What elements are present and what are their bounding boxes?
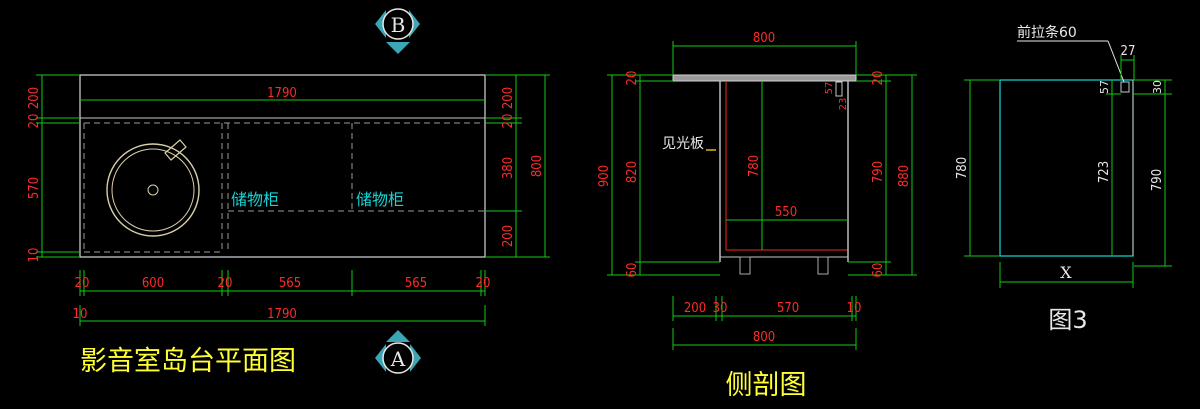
section-foot-left (739, 256, 751, 275)
section-bottom-dim-1: 200 (684, 301, 706, 316)
section-left-dim-1: 20 (625, 71, 640, 86)
section-left-dim-3: 60 (625, 263, 640, 278)
plan-bottom-dim-1: 20 (75, 276, 90, 291)
plan-view: 储物柜 储物柜 1790 200 20 570 10 200 20 38 (27, 74, 550, 377)
plan-right-dim-1: 200 (501, 87, 516, 109)
section-marker-b: B (375, 8, 420, 54)
section-bottom-dim-4: 10 (847, 301, 862, 316)
section-countertop (672, 74, 857, 82)
fig3-title: 图3 (1048, 306, 1087, 334)
plan-left-ticks (36, 74, 80, 258)
plan-right-dim-2: 20 (501, 114, 516, 129)
section-view: 780 550 57 23 见光板 800 900 20 820 60 (597, 31, 917, 401)
fig3-top-gap: 27 (1121, 44, 1136, 59)
plan-right-ticks (485, 74, 550, 258)
plan-title: 影音室岛台平面图 (80, 346, 296, 377)
section-inner-height: 780 (747, 155, 762, 177)
plan-right-total: 800 (530, 155, 545, 177)
section-marker-a: A (375, 330, 421, 374)
fig3-inner-top: 57 (1098, 80, 1111, 94)
plan-bottom-dim-2: 600 (142, 276, 164, 291)
marker-b-label: B (391, 13, 406, 37)
fig3-width-label: X (1060, 263, 1072, 282)
section-right-dim-1: 20 (871, 71, 886, 86)
fig3-front-strip (1120, 81, 1130, 93)
section-left-dim-2: 820 (625, 161, 640, 183)
marker-a-label: A (390, 347, 406, 371)
plan-bottom-dim-3: 20 (218, 276, 233, 291)
plan-left-dim-4: 10 (27, 248, 42, 263)
plan-bottom-first: 10 (73, 307, 88, 322)
plan-bottom-dim-5: 565 (405, 276, 427, 291)
plan-right-dim-4: 200 (501, 225, 516, 247)
section-right-total: 880 (897, 165, 912, 187)
plan-bottom-dim-6: 20 (476, 276, 491, 291)
fig3-inner-height: 723 (1097, 161, 1112, 183)
section-light-panel-label: 见光板 (662, 136, 704, 152)
section-title: 侧剖图 (726, 370, 807, 401)
plan-storage-label-1: 储物柜 (231, 190, 279, 209)
plan-bottom-ticks (79, 270, 486, 296)
fig3-right-top: 30 (1151, 80, 1164, 94)
fig3-right-height: 790 (1150, 169, 1165, 191)
sink-basin-inner (111, 148, 195, 232)
fig3-left-height: 780 (955, 157, 970, 179)
section-bottom-dim-2: 30 (713, 301, 728, 316)
section-right-dim-3: 60 (871, 263, 886, 278)
plan-left-dim-1: 200 (27, 87, 42, 109)
plan-top-dim-text: 1790 (267, 86, 297, 101)
section-bottom-total: 800 (753, 330, 775, 345)
section-bottom-dim-3: 570 (777, 301, 799, 316)
plan-storage-label-2: 储物柜 (356, 190, 404, 209)
section-front-strip (835, 81, 843, 97)
section-inner-width: 550 (775, 205, 797, 220)
figure-3: 前拉条60 27 780 57 723 30 790 X 图3 (955, 24, 1172, 334)
section-foot-right (817, 256, 829, 275)
plan-left-dim-2: 20 (27, 114, 42, 129)
plan-hidden-lines (83, 122, 485, 253)
plan-right-dim-3: 380 (501, 157, 516, 179)
section-left-outer: 900 (597, 165, 612, 187)
fig3-front-strip-label: 前拉条60 (1017, 24, 1077, 41)
plan-left-dim-3: 570 (27, 177, 42, 199)
sink-drain-icon (147, 184, 159, 196)
plan-outline (79, 74, 486, 258)
plan-bottom-total: 1790 (267, 307, 297, 322)
sink-basin-outer (106, 143, 200, 237)
section-top-dim: 800 (753, 31, 775, 46)
faucet-icon (164, 139, 187, 161)
section-top-small: 57 (824, 82, 835, 95)
section-top-small-2: 23 (838, 98, 849, 111)
plan-bottom-dim-4: 565 (279, 276, 301, 291)
section-right-dim-2: 790 (871, 161, 886, 183)
